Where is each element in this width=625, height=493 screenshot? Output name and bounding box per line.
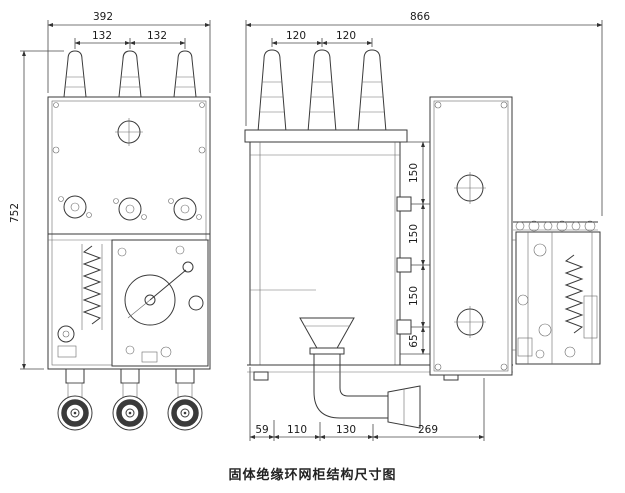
front-operating-mechanism bbox=[111, 239, 209, 367]
dim-side-v4: 65 bbox=[408, 334, 420, 347]
front-spring-assembly bbox=[57, 244, 103, 358]
side-rear-panel-outline bbox=[429, 96, 513, 376]
front-view: 392 132 132 752 bbox=[9, 11, 211, 430]
side-dimensions-vertical: 150 150 150 65 bbox=[400, 141, 430, 355]
dim-side-v2: 150 bbox=[408, 224, 420, 244]
front-bushing-1 bbox=[61, 50, 89, 98]
side-tank bbox=[244, 129, 412, 366]
front-bushing-3 bbox=[171, 50, 199, 98]
side-funnel bbox=[299, 317, 355, 351]
side-bushing-2 bbox=[307, 49, 337, 133]
dim-side-b3: 130 bbox=[336, 424, 356, 436]
front-mechanism-wheel bbox=[124, 274, 176, 326]
side-tank-lid bbox=[244, 129, 408, 143]
dim-front-total-width: 392 bbox=[93, 11, 113, 23]
dim-side-b1: 59 bbox=[255, 424, 268, 436]
dim-side-v3: 150 bbox=[408, 286, 420, 306]
dim-side-total-width: 866 bbox=[410, 11, 430, 23]
front-wheel-2 bbox=[113, 396, 147, 430]
side-view: 866 120 120 bbox=[244, 11, 603, 441]
drawing-caption: 固体绝缘环网柜结构尺寸图 bbox=[228, 468, 397, 483]
side-elbow-pipe bbox=[309, 347, 421, 429]
side-rear-panel bbox=[429, 96, 513, 376]
side-bushing-3 bbox=[357, 49, 387, 133]
dim-side-b2: 110 bbox=[287, 424, 307, 436]
side-dimensions-top: 866 120 120 bbox=[245, 11, 603, 216]
dim-side-v1: 150 bbox=[408, 163, 420, 183]
front-wheel-1 bbox=[58, 396, 92, 430]
side-rear-mechanism bbox=[512, 220, 601, 365]
side-bushings bbox=[257, 49, 387, 133]
front-pole-ports bbox=[58, 195, 202, 221]
front-bushings bbox=[61, 50, 199, 98]
dim-side-pitch-right: 120 bbox=[336, 30, 356, 42]
front-cabinet bbox=[47, 96, 211, 370]
dim-front-height: 752 bbox=[9, 203, 21, 223]
side-mechanism-spring bbox=[564, 254, 584, 334]
front-wheel-3 bbox=[168, 396, 202, 430]
side-dimensions-bottom: 59 110 130 269 bbox=[249, 367, 485, 441]
dim-front-pitch-left: 132 bbox=[92, 30, 112, 42]
front-dimensions: 392 132 132 752 bbox=[9, 11, 211, 370]
side-bushing-1 bbox=[257, 49, 287, 133]
dim-side-b4: 269 bbox=[418, 424, 438, 436]
front-bushing-2 bbox=[116, 50, 144, 98]
dim-front-pitch-right: 132 bbox=[147, 30, 167, 42]
front-spring bbox=[82, 245, 102, 325]
side-mechanism-frame bbox=[515, 231, 601, 365]
front-chassis bbox=[58, 368, 202, 430]
dim-side-pitch-left: 120 bbox=[286, 30, 306, 42]
